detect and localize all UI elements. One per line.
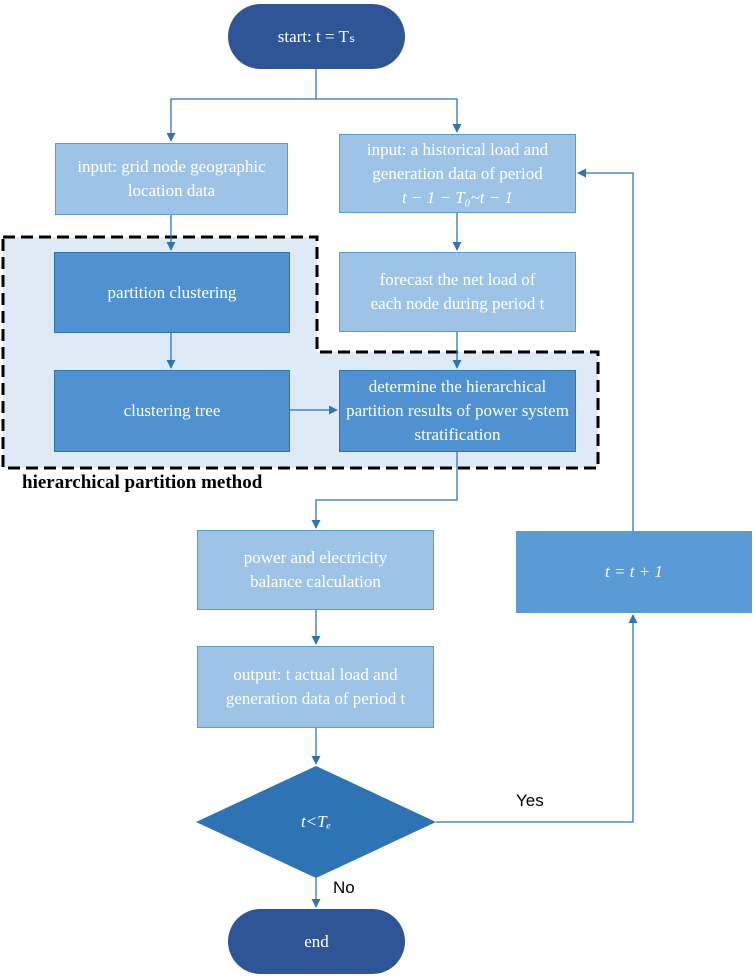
arrow-start-to-input-geo [166,69,317,142]
forecast-line-1: forecast the net load of [379,270,536,289]
clustering-tree-box: clustering tree [54,370,290,452]
input-geographic-label: input: grid node geographic location dat… [77,157,266,200]
decision-label: t<Tₑ [300,812,332,831]
decision-label-box: t<Tₑ [246,806,386,838]
arrow-determine-to-balance [311,452,458,529]
start-label: start: t = Tₛ [277,26,356,46]
balance-calculation-label: power and electricity balance calculatio… [243,548,388,591]
input-historical-box: input: a historical load and generation … [339,134,576,213]
end-node: end [228,909,405,974]
arrow-decision-yes-to-increment [436,614,638,823]
input-historical-line-2: generation data of period [372,163,543,183]
no-label: No [333,878,355,897]
end-label: end [304,931,329,951]
partition-clustering-box: partition clustering [54,252,290,333]
determine-partition-box: determine the hierarchical partition res… [339,370,576,452]
yes-label: Yes [516,791,544,810]
forecast-line-2: each node during period t [370,294,545,313]
input-historical-line-1: input: a historical load and [366,139,549,159]
input-historical-line-3: t − 1 − T₀~t − 1 [402,187,513,207]
increment-box: t = t + 1 [516,531,752,613]
determine-partition-label: determine the hierarchical partition res… [346,377,569,444]
increment-label: t = t + 1 [605,562,663,581]
arrow-start-to-input-hist [316,98,462,133]
decision-diamond [196,766,436,878]
hierarchical-partition-method-label: hierarchical partition method [22,472,263,493]
arrow-increment-to-input-hist [577,168,634,531]
partition-clustering-label: partition clustering [107,282,237,302]
balance-calculation-box: power and electricity balance calculatio… [197,530,434,610]
output-line-2: generation data of period t [225,689,406,708]
input-geographic-box: input: grid node geographic location dat… [55,143,288,215]
output-box: output: t actual load and generation dat… [197,646,434,728]
start-node: start: t = Tₛ [228,4,405,69]
forecast-box: forecast the net load of each node durin… [339,252,576,332]
clustering-tree-label: clustering tree [123,401,221,420]
output-line-1: output: t actual load and [233,665,398,684]
